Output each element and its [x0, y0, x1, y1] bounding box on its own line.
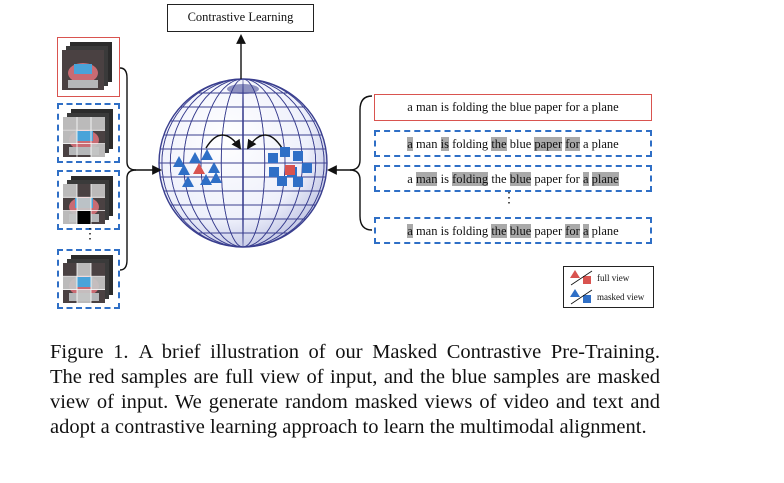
text-token: man — [415, 137, 438, 151]
video-frame-thumbnail — [62, 42, 112, 90]
text-token: is — [440, 100, 449, 114]
contrastive-learning-box: Contrastive Learning — [167, 4, 314, 32]
masked-text-sample — [277, 176, 287, 186]
masked-token: the — [491, 224, 507, 238]
caption-label: Figure 1. — [50, 341, 129, 363]
figure-canvas — [119, 34, 373, 271]
masked-token: a — [407, 137, 413, 151]
masked-token: a — [582, 224, 589, 238]
video-bracket-top — [119, 67, 162, 175]
masked-token: for — [565, 137, 580, 151]
full-view-symbol-icon — [570, 270, 593, 286]
text-token: the — [491, 172, 507, 186]
masked-video-sample — [201, 149, 213, 160]
legend: full view masked view — [563, 266, 654, 308]
masked-token: for — [565, 224, 580, 238]
text-bracket-bottom — [349, 169, 373, 231]
masked-video-sample — [210, 172, 222, 183]
masked-text-sample — [293, 177, 303, 187]
sample-markers — [173, 147, 312, 187]
figure-illustration: Contrastive Learning ⋮ a man is folding … — [57, 4, 654, 309]
legend-masked-view: masked view — [568, 288, 653, 306]
video-ellipsis: ⋮ — [83, 227, 97, 242]
text-token: a — [407, 172, 413, 186]
text-token: plane — [591, 224, 619, 238]
text-token: for — [565, 172, 580, 186]
masked-video-sample — [200, 174, 212, 185]
full-text-sample — [285, 165, 295, 175]
full-video-sample — [193, 163, 205, 174]
sphere-longitude — [161, 78, 325, 248]
text-token: for — [565, 100, 580, 114]
text-token: folding — [452, 137, 489, 151]
masked-text-sample — [302, 163, 312, 173]
video-frame-thumbnail — [63, 176, 113, 224]
masked-video-sample — [173, 156, 185, 167]
video-frame-thumbnail — [63, 109, 113, 157]
masked-token: man — [415, 172, 438, 186]
connector-lines — [119, 34, 373, 271]
text-token: blue — [509, 137, 532, 151]
sphere-pole — [227, 84, 259, 94]
masked-video-sample — [178, 164, 190, 175]
masked-video-sample — [182, 176, 194, 187]
text-token: paper — [534, 224, 563, 238]
text-token: man — [415, 224, 438, 238]
pull-arrow-left — [205, 134, 242, 150]
text-token: the — [491, 100, 507, 114]
masked-token: the — [491, 137, 507, 151]
text-ellipsis: ⋮ — [502, 191, 516, 206]
legend-full-view: full view — [568, 269, 653, 287]
text-token: a — [582, 100, 589, 114]
video-frame-thumbnail — [63, 255, 113, 303]
text-token: paper — [534, 100, 563, 114]
masked-video-sample — [208, 162, 220, 173]
masked-text-sample — [293, 151, 303, 161]
masked-video-sample — [189, 152, 201, 163]
video-frame-masked — [57, 249, 120, 309]
text-token: a — [582, 137, 589, 151]
masked-token: a — [582, 172, 589, 186]
masked-token: blue — [509, 224, 532, 238]
text-token: a — [407, 100, 413, 114]
text-token: is — [440, 224, 449, 238]
masked-text-sample — [268, 153, 278, 163]
text-token: folding — [452, 224, 489, 238]
masked-token: a — [407, 224, 413, 238]
text-token: folding — [452, 100, 489, 114]
masked-token: blue — [509, 172, 532, 186]
video-frame-full — [57, 37, 120, 97]
text-view-masked: a man is folding the blue paper for a pl… — [374, 217, 652, 244]
text-view-masked: a man is folding the blue paper for a pl… — [374, 130, 652, 157]
text-token: man — [415, 100, 438, 114]
embedding-sphere — [158, 78, 328, 248]
masked-token: plane — [591, 172, 619, 186]
text-view-masked: a man is folding the blue paper for a pl… — [374, 165, 652, 192]
masked-text-sample — [280, 147, 290, 157]
text-token: blue — [509, 100, 532, 114]
text-token: plane — [591, 100, 619, 114]
masked-view-symbol-icon — [570, 289, 593, 305]
video-frame-masked — [57, 103, 120, 163]
masked-token: is — [440, 137, 449, 151]
legend-masked-view-label: masked view — [597, 292, 645, 302]
pull-arrow-right — [246, 134, 283, 150]
masked-text-sample — [269, 167, 279, 177]
legend-full-view-label: full view — [597, 273, 630, 283]
text-view-full: a man is folding the blue paper for a pl… — [374, 94, 652, 121]
text-token: is — [440, 172, 449, 186]
masked-token: paper — [534, 137, 563, 151]
text-token: paper — [534, 172, 563, 186]
figure-caption: Figure 1.A brief illustration of our Mas… — [50, 340, 660, 440]
caption-text: A brief illustration of our Masked Contr… — [50, 341, 660, 438]
contrastive-learning-label: Contrastive Learning — [187, 10, 294, 24]
video-bracket-bottom — [119, 169, 137, 271]
text-bracket-top — [327, 95, 373, 175]
text-token: plane — [591, 137, 619, 151]
masked-token: folding — [452, 172, 489, 186]
video-frame-masked — [57, 170, 120, 230]
